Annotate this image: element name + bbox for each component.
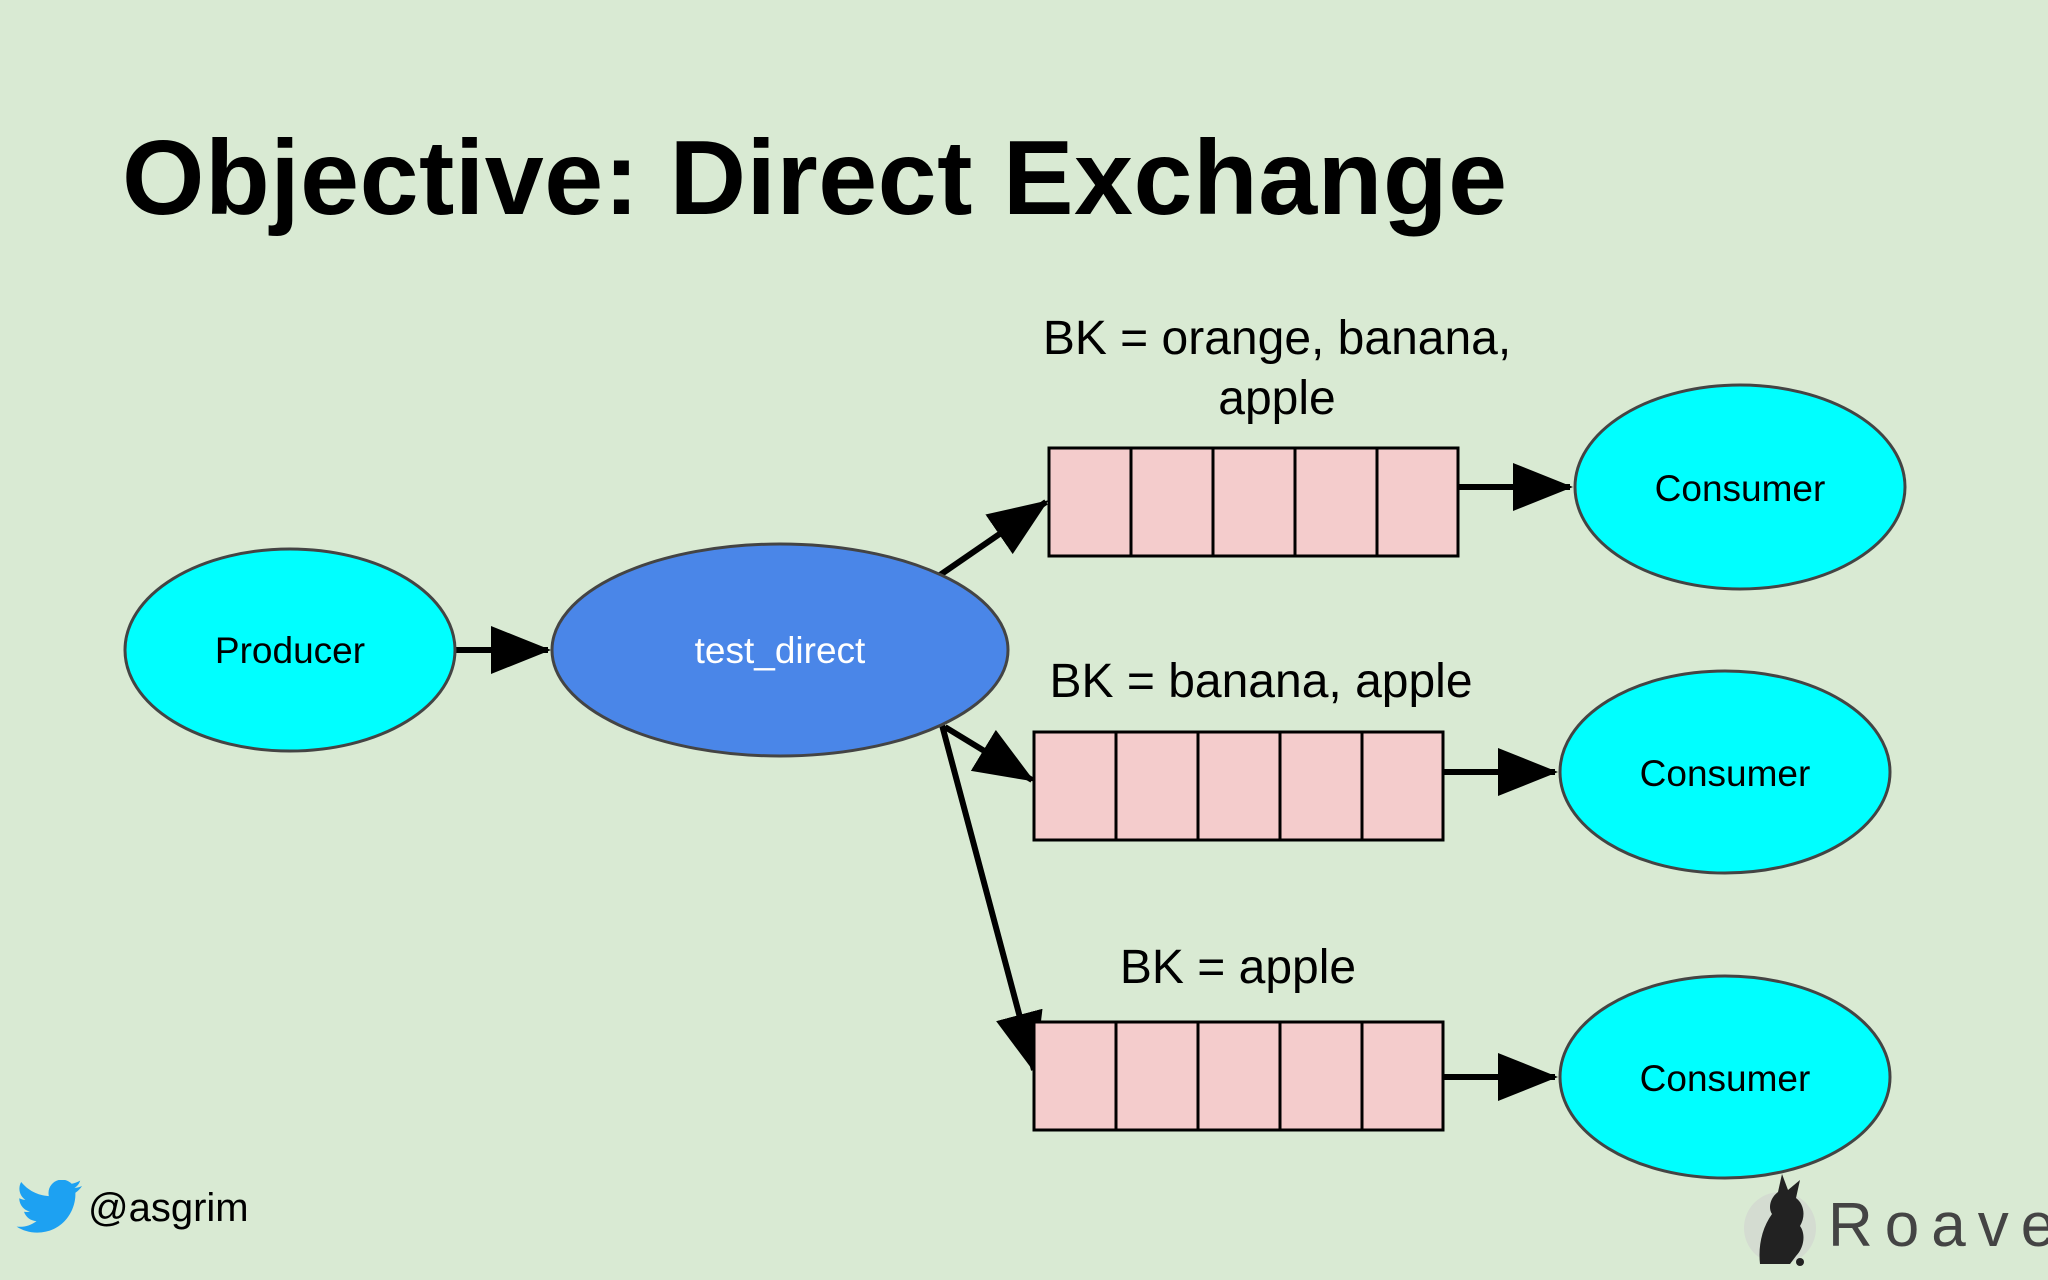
queue-2 — [1032, 730, 1445, 842]
twitter-bird-icon — [16, 1180, 82, 1233]
consumer-1-node: Consumer — [1573, 383, 1907, 591]
consumer-3-label: Consumer — [1640, 1058, 1811, 1099]
roave-logo-icon — [1744, 1174, 1816, 1266]
exchange-to-queue-3-arrow — [939, 724, 1043, 1073]
consumer-2-label: Consumer — [1640, 753, 1811, 794]
producer-label: Producer — [215, 630, 365, 671]
queue-3 — [1032, 1020, 1445, 1132]
queue-1-binding-key-line-2: apple — [1218, 372, 1335, 425]
producer-node: Producer — [123, 547, 457, 753]
consumer-2-node: Consumer — [1558, 669, 1892, 875]
slide-title: Objective: Direct Exchange — [122, 119, 1508, 237]
exchange-to-queue-2-arrow — [943, 724, 1035, 783]
consumer-3-node: Consumer — [1558, 974, 1892, 1180]
consumer-1-label: Consumer — [1655, 468, 1826, 509]
roave-brand-text: Roave — [1828, 1191, 2048, 1260]
exchange-label: test_direct — [695, 630, 866, 671]
twitter-handle: @asgrim — [88, 1186, 249, 1230]
exchange-node: test_direct — [550, 542, 1010, 758]
queue-1 — [1047, 446, 1460, 558]
queue-2-binding-key: BK = banana, apple — [1049, 655, 1472, 708]
exchange-to-queue-1-arrow — [938, 499, 1049, 578]
queue-3-binding-key: BK = apple — [1120, 941, 1356, 994]
queue-1-binding-key-line-1: BK = orange, banana, — [1043, 312, 1511, 365]
